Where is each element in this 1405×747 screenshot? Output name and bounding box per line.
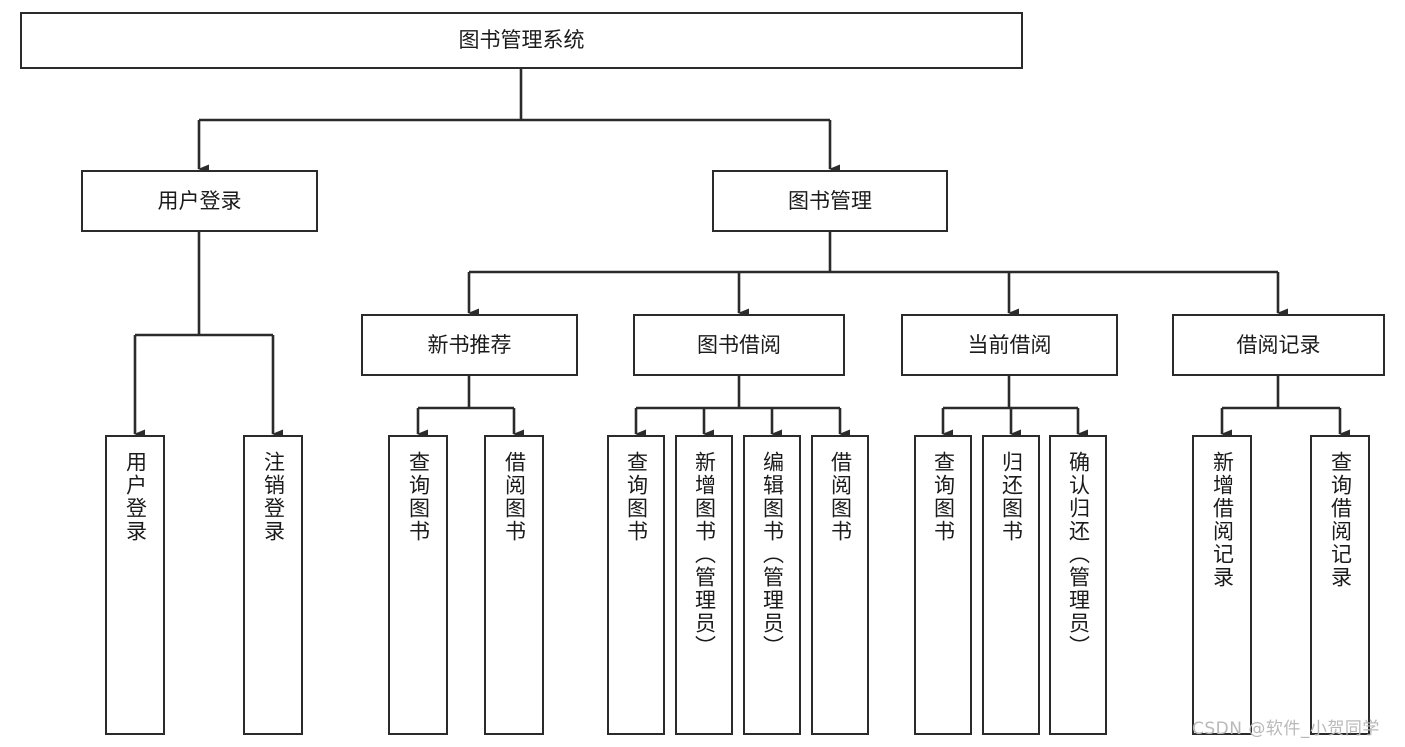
root-node-图书管理系统: 图书管理系统: [20, 12, 1023, 69]
node-label: 用户登录: [157, 188, 242, 213]
leaf-node-确认归还管理员-10: 确认归还（管理员）: [1049, 435, 1107, 735]
node-label: 查询图书: [624, 451, 649, 543]
leaf-node-查询图书-4: 查询图书: [607, 435, 665, 735]
leaf-node-查询借阅记录-12: 查询借阅记录: [1310, 435, 1370, 735]
node-label: 当前借阅: [967, 332, 1052, 357]
node-label: 用户登录: [123, 451, 148, 543]
level2-node-图书借阅-1: 图书借阅: [633, 314, 845, 376]
leaf-node-查询图书-8: 查询图书: [914, 435, 972, 735]
node-label: 借阅图书: [828, 451, 853, 543]
leaf-node-注销登录-1: 注销登录: [243, 435, 303, 735]
node-label: 借阅图书: [502, 451, 527, 543]
node-label: 查询图书: [406, 451, 431, 543]
level2-node-借阅记录-3: 借阅记录: [1172, 314, 1385, 376]
leaf-node-归还图书-9: 归还图书: [982, 435, 1040, 735]
leaf-node-编辑图书管理员-6: 编辑图书（管理员）: [743, 435, 801, 735]
node-label: 归还图书: [999, 451, 1024, 543]
node-label: 注销登录: [261, 451, 286, 543]
node-label: 确认归还（管理员）: [1066, 451, 1091, 658]
node-label: 编辑图书（管理员）: [760, 451, 785, 658]
leaf-node-借阅图书-3: 借阅图书: [484, 435, 544, 735]
level1-node-用户登录-0: 用户登录: [81, 170, 318, 232]
node-label: 图书借阅: [697, 332, 781, 357]
leaf-node-新增图书管理员-5: 新增图书（管理员）: [675, 435, 733, 735]
level2-node-新书推荐-0: 新书推荐: [361, 314, 578, 376]
leaf-node-新增借阅记录-11: 新增借阅记录: [1192, 435, 1252, 735]
node-label: 借阅记录: [1236, 332, 1321, 357]
leaf-node-借阅图书-7: 借阅图书: [811, 435, 869, 735]
node-label: 查询借阅记录: [1328, 451, 1353, 589]
node-label: 新书推荐: [427, 332, 512, 357]
node-label: 图书管理: [788, 188, 872, 213]
node-label: 图书管理系统: [458, 28, 585, 53]
leaf-node-用户登录-0: 用户登录: [105, 435, 165, 735]
node-label: 新增借阅记录: [1210, 451, 1235, 589]
node-label: 查询图书: [931, 451, 956, 543]
level2-node-当前借阅-2: 当前借阅: [901, 314, 1118, 376]
node-label: 新增图书（管理员）: [692, 451, 717, 658]
level1-node-图书管理-1: 图书管理: [712, 170, 948, 232]
leaf-node-查询图书-2: 查询图书: [388, 435, 448, 735]
